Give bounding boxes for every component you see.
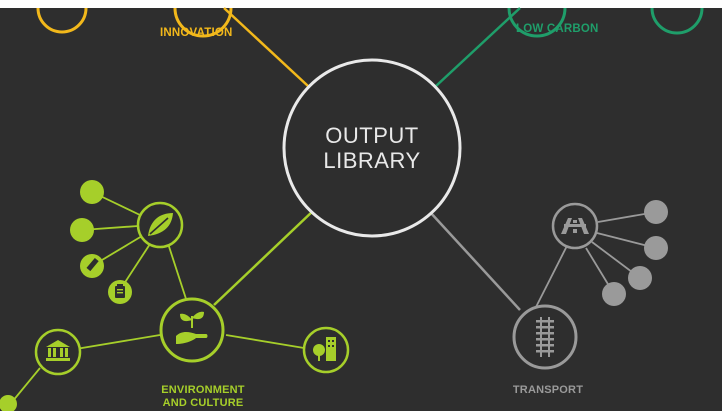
museum-icon <box>46 340 70 361</box>
building-tree-icon <box>313 337 336 361</box>
tr-dot-3[interactable] <box>628 266 652 290</box>
env-dot-1[interactable] <box>80 180 104 204</box>
env-pencil-node[interactable] <box>80 254 104 278</box>
tr-dot-1[interactable] <box>644 200 668 224</box>
railway-track-icon <box>536 317 554 357</box>
connector-environment <box>213 209 315 306</box>
low-carbon-node-partial[interactable] <box>650 7 704 35</box>
connector-lines <box>213 7 521 311</box>
environment-label-line2: AND CULTURE <box>163 397 244 409</box>
env-building-node[interactable] <box>302 326 350 374</box>
transport-node[interactable] <box>512 304 578 370</box>
low-carbon-link-node-partial[interactable] <box>507 7 567 38</box>
hand-sprout-icon <box>176 311 208 344</box>
hub-title-line1: OUTPUT <box>325 123 418 148</box>
hub-title-line2: LIBRARY <box>323 148 420 173</box>
env-link-bottom <box>11 367 41 403</box>
env-bottom-partial-node[interactable] <box>0 395 17 411</box>
transport-cluster: TRANSPORT <box>512 200 668 396</box>
innovation-node-partial[interactable] <box>36 7 88 34</box>
connector-transport <box>429 211 521 311</box>
env-museum-node[interactable] <box>34 328 82 376</box>
road-icon <box>561 218 589 234</box>
connector-innovation <box>223 7 309 87</box>
environment-label-line1: ENVIRONMENT <box>161 384 245 396</box>
transport-label: TRANSPORT <box>513 384 583 396</box>
environment-node[interactable] <box>159 297 225 363</box>
tr-dot-4[interactable] <box>602 282 626 306</box>
leaf-icon <box>148 213 173 236</box>
connector-low-carbon <box>435 7 521 87</box>
pencil-icon <box>86 257 99 272</box>
clipboard-icon <box>115 284 125 298</box>
env-link-building <box>225 334 305 349</box>
hub-circle[interactable] <box>282 58 462 238</box>
low-carbon-label: LOW CARBON <box>516 23 599 35</box>
env-leaf-node[interactable] <box>136 201 184 249</box>
env-clipboard-node[interactable] <box>108 280 132 304</box>
hub-node[interactable]: OUTPUT LIBRARY <box>282 58 462 238</box>
innovation-label: INNOVATION <box>160 27 233 39</box>
environment-cluster: ENVIRONMENT AND CULTURE <box>0 180 350 411</box>
tr-dot-2[interactable] <box>644 236 668 260</box>
tr-road-node[interactable] <box>551 202 599 250</box>
top-partial-nodes <box>36 7 704 38</box>
env-dot-2[interactable] <box>70 218 94 242</box>
innovation-link-node-partial[interactable] <box>173 7 233 38</box>
